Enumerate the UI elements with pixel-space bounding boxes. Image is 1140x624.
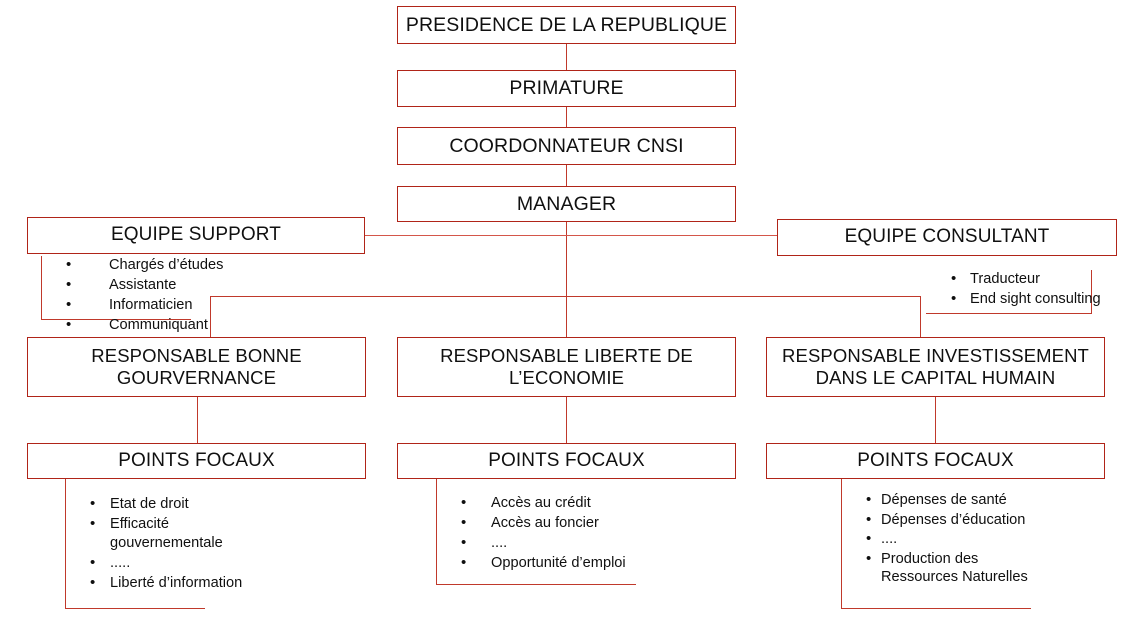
box-primature[interactable]: PRIMATURE [397,70,736,107]
box-equipe-support[interactable]: EQUIPE SUPPORT [27,217,365,254]
box-points-focaux-liberte-economie[interactable]: POINTS FOCAUX [397,443,736,479]
callout-bracket-horizontal [926,312,1092,314]
box-responsable-bonne-gouvernance[interactable]: RESPONSABLE BONNE GOURVERNANCE [27,337,366,397]
list-item: .... [436,533,736,553]
list-points-focaux-bonne-gouvernance: Etat de droit Efficacité gouvernementale… [65,494,365,594]
box-manager[interactable]: MANAGER [397,186,736,222]
list-item: Chargés d’études [41,255,341,275]
box-points-focaux-label: POINTS FOCAUX [857,449,1014,471]
box-responsable-liberte-economie[interactable]: RESPONSABLE LIBERTE DE L’ECONOMIE [397,337,736,397]
box-responsable-bonne-gouvernance-label: RESPONSABLE BONNE GOURVERNANCE [91,345,302,388]
callout-points-focaux-bonne-gouvernance: Etat de droit Efficacité gouvernementale… [65,479,242,609]
box-points-focaux-label: POINTS FOCAUX [488,449,645,471]
box-presidence[interactable]: PRESIDENCE DE LA REPUBLIQUE [397,6,736,44]
list-item: Dépenses de santé [841,490,1140,510]
connector-bus-horizontal [210,296,921,298]
box-equipe-consultant-label: EQUIPE CONSULTANT [844,226,1050,248]
box-equipe-support-label: EQUIPE SUPPORT [111,224,281,246]
callout-bracket-horizontal [65,607,205,609]
box-points-focaux-bonne-gouvernance[interactable]: POINTS FOCAUX [27,443,366,479]
callout-bracket-horizontal [841,607,1031,609]
list-item: ..... [65,553,365,573]
list-item: Etat de droit [65,494,365,514]
list-item: Opportunité d’emploi [436,553,736,573]
connector-manager-spine [565,221,567,338]
box-equipe-consultant[interactable]: EQUIPE CONSULTANT [777,219,1117,256]
list-item: Accès au crédit [436,493,736,513]
box-responsable-capital-humain[interactable]: RESPONSABLE INVESTISSEMENT DANS LE CAPIT… [766,337,1105,397]
connector-resp3-pf3 [934,397,936,443]
box-responsable-capital-humain-label: RESPONSABLE INVESTISSEMENT DANS LE CAPIT… [782,345,1089,388]
callout-points-focaux-liberte-economie: Accès au crédit Accès au foncier .... Op… [436,479,636,585]
box-coordonnateur-cnsi[interactable]: COORDONNATEUR CNSI [397,127,736,165]
callout-points-focaux-capital-humain: Dépenses de santé Dépenses d’éducation .… [841,479,1031,609]
list-item: Traducteur [926,269,1140,289]
connector-coordonnateur-manager [565,165,567,186]
list-points-focaux-liberte-economie: Accès au crédit Accès au foncier .... Op… [436,493,736,574]
list-equipe-support-members: Chargés d’études Assistante Informaticie… [41,255,341,336]
connector-teams-horizontal [365,235,777,237]
callout-equipe-support-members: Chargés d’études Assistante Informaticie… [41,255,223,334]
box-points-focaux-capital-humain[interactable]: POINTS FOCAUX [766,443,1105,479]
list-item: Informaticien [41,295,341,315]
connector-bus-drop-right [919,296,921,338]
list-item: Dépenses d’éducation [841,510,1140,530]
list-item: End sight consulting [926,289,1140,309]
box-manager-label: MANAGER [516,192,617,215]
list-item: Production des Ressources Naturelles [841,549,1140,587]
list-item: Communiquant [41,315,341,335]
connector-primature-coordonnateur [565,107,567,127]
callout-bracket-horizontal [436,583,636,585]
box-coordonnateur-cnsi-label: COORDONNATEUR CNSI [449,134,684,157]
list-item: Efficacité gouvernementale [65,514,365,553]
callout-equipe-consultant-members: Traducteur End sight consulting [926,269,1101,314]
list-points-focaux-capital-humain: Dépenses de santé Dépenses d’éducation .… [841,490,1140,588]
connector-resp1-pf1 [196,397,198,443]
list-item: Accès au foncier [436,513,736,533]
list-item: .... [841,529,1140,549]
box-points-focaux-label: POINTS FOCAUX [118,449,275,471]
list-equipe-consultant-members: Traducteur End sight consulting [926,269,1140,310]
list-item: Assistante [41,275,341,295]
list-item: Liberté d’information [65,573,365,593]
box-primature-label: PRIMATURE [509,77,624,99]
box-responsable-liberte-economie-label: RESPONSABLE LIBERTE DE L’ECONOMIE [440,345,693,388]
connector-presidence-primature [565,44,567,70]
connector-resp2-pf2 [565,397,567,443]
box-presidence-label: PRESIDENCE DE LA REPUBLIQUE [405,13,728,36]
